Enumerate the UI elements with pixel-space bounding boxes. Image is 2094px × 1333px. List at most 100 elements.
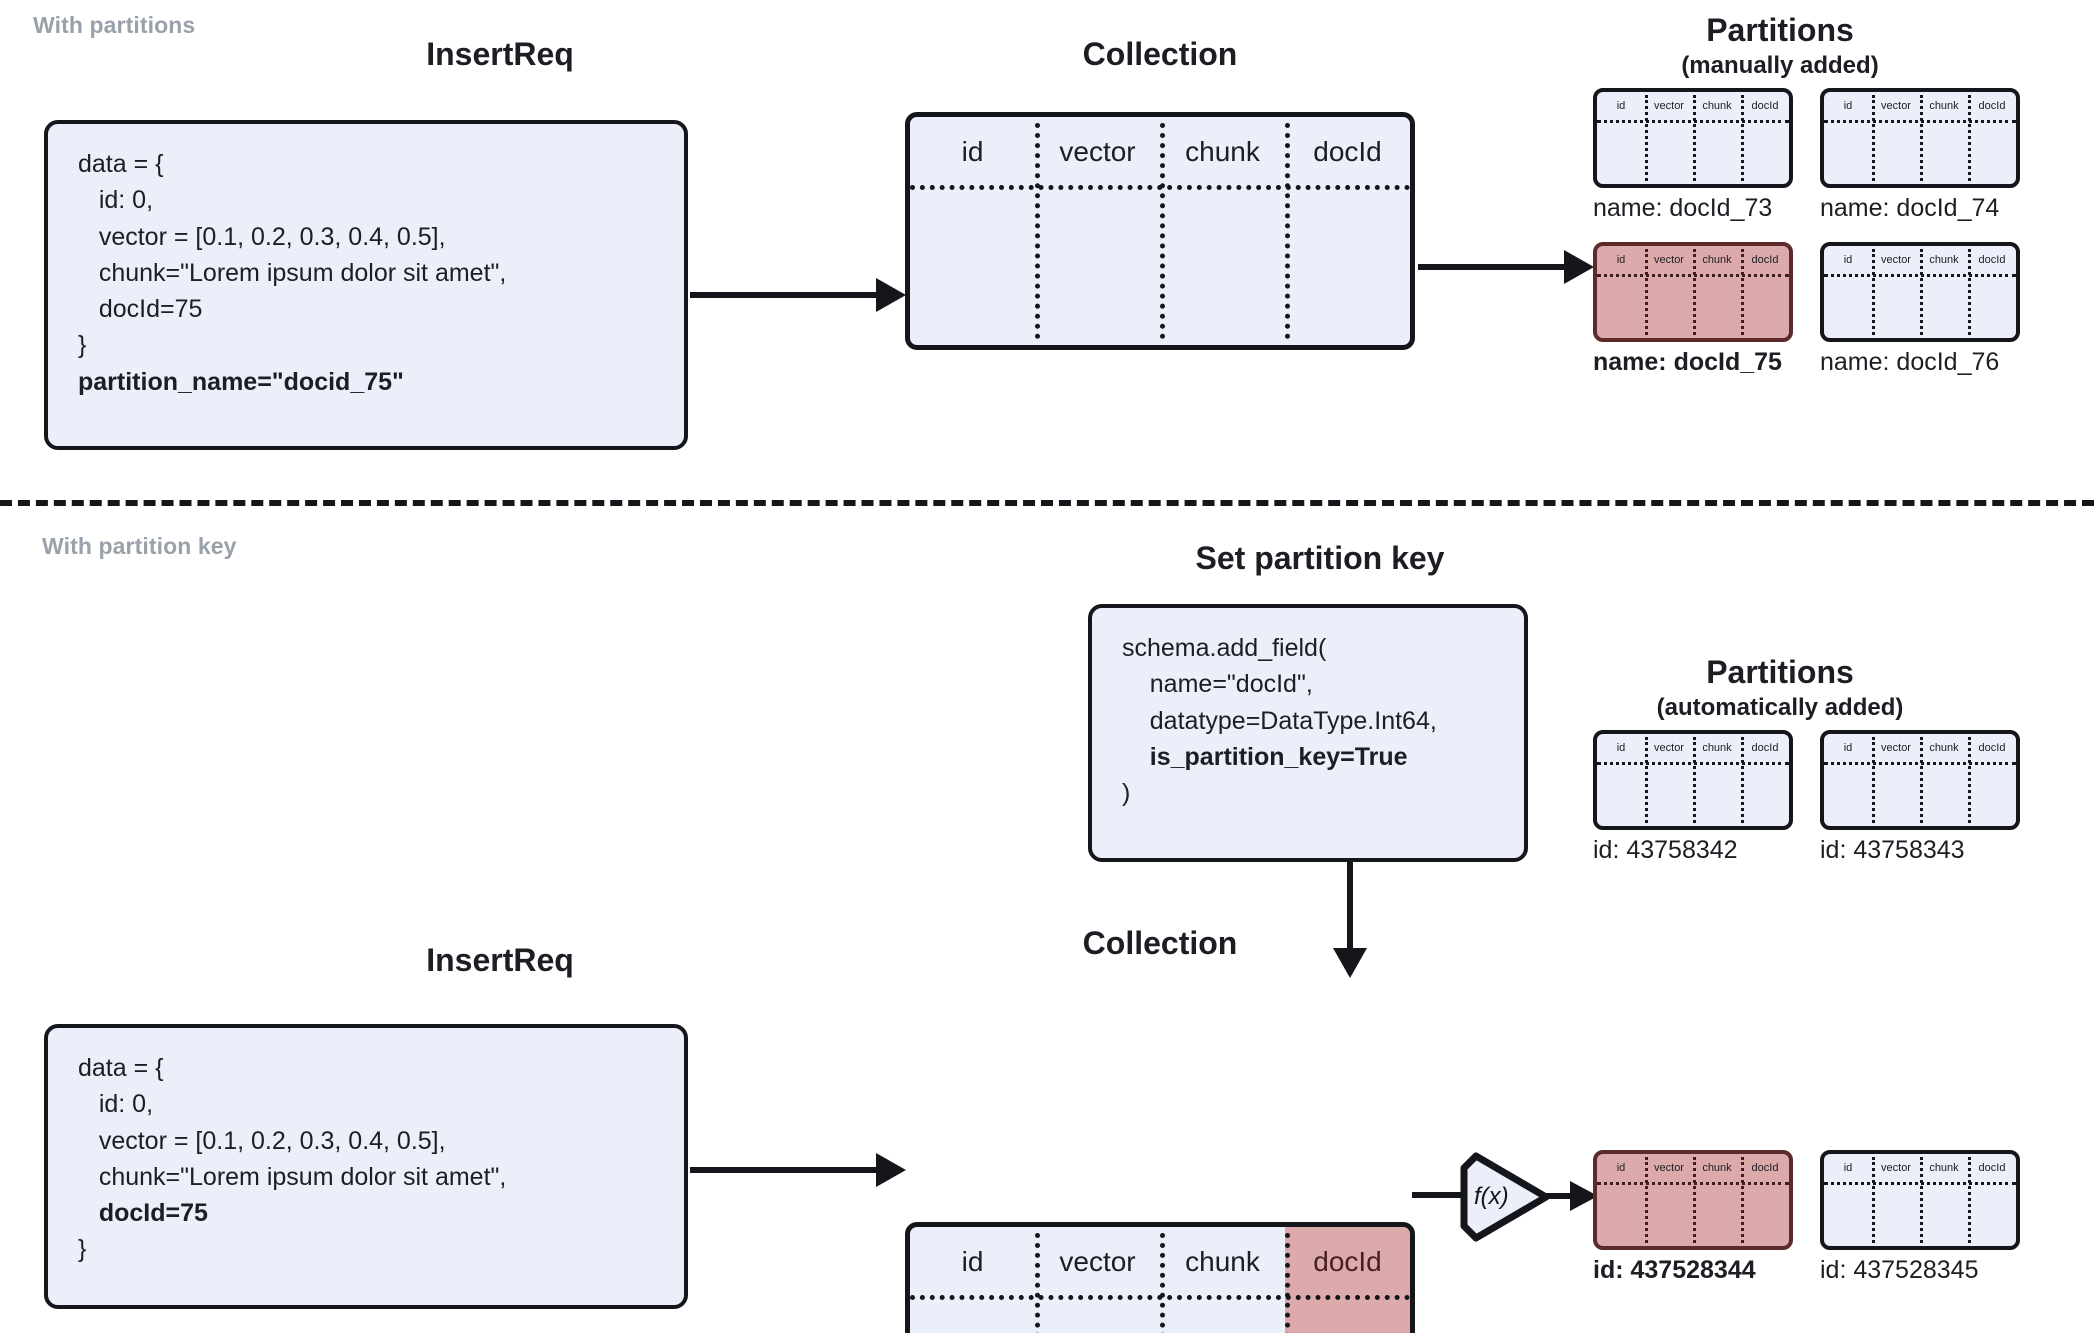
partition-column-id: id bbox=[1616, 254, 1626, 266]
column-divider bbox=[1645, 1157, 1648, 1243]
column-divider bbox=[1920, 95, 1923, 181]
partition-header-row: id vector chunk docId bbox=[1597, 246, 1789, 274]
section-label-with-partitions: With partitions bbox=[33, 12, 196, 38]
partition-group: id vector chunk docId name: docId_74 bbox=[1820, 88, 2020, 223]
column-divider bbox=[1693, 95, 1696, 181]
collection-column-id: id bbox=[961, 1246, 984, 1277]
header-divider bbox=[910, 1295, 1410, 1300]
header-divider bbox=[1597, 1182, 1789, 1185]
partition-column-docid: docId bbox=[1978, 100, 2006, 112]
partition-group: id vector chunk docId id: 43758343 bbox=[1820, 730, 2020, 865]
arrow-setkey-to-docid-column bbox=[1333, 862, 1367, 978]
column-divider bbox=[1035, 123, 1040, 339]
partition-card-docid-76[interactable]: id vector chunk docId bbox=[1820, 242, 2020, 342]
column-divider bbox=[1741, 737, 1744, 823]
code-line: data = { bbox=[78, 1054, 164, 1082]
partition-column-docid: docId bbox=[1751, 100, 1779, 112]
column-divider bbox=[1872, 1157, 1875, 1243]
column-divider bbox=[1645, 737, 1648, 823]
partition-column-chunk: chunk bbox=[1929, 742, 1959, 754]
partition-card-437528345[interactable]: id vector chunk docId bbox=[1820, 1150, 2020, 1250]
partition-label: id: 437528344 bbox=[1593, 1256, 1756, 1284]
partition-label: id: 43758343 bbox=[1820, 836, 1965, 864]
code-line: schema.add_field( bbox=[1122, 634, 1327, 662]
code-line: docId=75 bbox=[78, 295, 203, 323]
bottom-partitions-title: Partitions bbox=[1706, 654, 1854, 690]
partition-card-docid-73[interactable]: id vector chunk docId bbox=[1593, 88, 1793, 188]
partition-column-vector: vector bbox=[1654, 100, 1684, 112]
set-partition-key-title: Set partition key bbox=[1195, 540, 1445, 576]
column-divider bbox=[1693, 737, 1696, 823]
partition-column-chunk: chunk bbox=[1702, 254, 1732, 266]
column-divider bbox=[1285, 1233, 1290, 1333]
docid-column-highlight bbox=[1285, 1227, 1410, 1333]
partition-label: id: 437528345 bbox=[1820, 1256, 1979, 1284]
partition-column-docid: docId bbox=[1978, 1162, 2006, 1174]
partition-column-id: id bbox=[1616, 742, 1626, 754]
code-line: id: 0, bbox=[78, 186, 154, 215]
partition-header-row: id vector chunk docId bbox=[1824, 1154, 2016, 1182]
triangle-icon bbox=[1460, 1152, 1550, 1242]
partition-column-vector: vector bbox=[1881, 1162, 1911, 1174]
partition-group: id vector chunk docId id: 437528345 bbox=[1820, 1150, 2020, 1285]
partition-group: id vector chunk docId name: docId_76 bbox=[1820, 242, 2020, 377]
header-divider bbox=[1597, 762, 1789, 765]
partition-column-vector: vector bbox=[1654, 254, 1684, 266]
partition-column-vector: vector bbox=[1881, 742, 1911, 754]
partition-header-row: id vector chunk docId bbox=[1597, 1154, 1789, 1182]
collection-column-id: id bbox=[961, 136, 984, 167]
code-line: data = { bbox=[78, 150, 164, 178]
column-divider bbox=[1160, 1233, 1165, 1333]
column-divider bbox=[1741, 95, 1744, 181]
top-collection-table: id vector chunk docId bbox=[905, 112, 1415, 350]
top-partitions-subtitle: (manually added) bbox=[1681, 52, 1879, 79]
column-divider bbox=[1035, 1233, 1040, 1333]
collection-header-row: id vector chunk docId bbox=[910, 1227, 1410, 1297]
top-collection-title: Collection bbox=[1082, 36, 1238, 72]
partition-column-id: id bbox=[1843, 1162, 1853, 1174]
hash-function-node[interactable]: f(x) bbox=[1458, 1152, 1550, 1242]
partition-header-row: id vector chunk docId bbox=[1824, 246, 2016, 274]
partition-card-43758343[interactable]: id vector chunk docId bbox=[1820, 730, 2020, 830]
partition-column-chunk: chunk bbox=[1929, 100, 1959, 112]
partition-column-chunk: chunk bbox=[1929, 1162, 1959, 1174]
partition-group: id vector chunk docId name: docId_73 bbox=[1593, 88, 1793, 223]
code-line: } bbox=[78, 331, 87, 360]
section-label-with-partition-key: With partition key bbox=[42, 533, 237, 559]
partition-column-id: id bbox=[1616, 1162, 1626, 1174]
header-divider bbox=[1824, 1182, 2016, 1185]
code-line: id: 0, bbox=[78, 1090, 154, 1119]
bottom-collection-table: id vector chunk docId bbox=[905, 1222, 1415, 1333]
partition-column-vector: vector bbox=[1881, 100, 1911, 112]
partition-column-docid: docId bbox=[1978, 254, 2006, 266]
partition-column-docid: docId bbox=[1751, 1162, 1779, 1174]
code-line: chunk="Lorem ipsum dolor sit amet", bbox=[78, 258, 507, 287]
partition-group: id vector chunk docId name: docId_75 bbox=[1593, 242, 1793, 377]
arrow-insert-to-collection-top bbox=[690, 278, 906, 312]
partition-card-docid-74[interactable]: id vector chunk docId bbox=[1820, 88, 2020, 188]
code-line: name="docId", bbox=[1122, 670, 1313, 699]
partition-column-chunk: chunk bbox=[1702, 100, 1732, 112]
column-divider bbox=[1645, 249, 1648, 335]
section-divider bbox=[0, 500, 2094, 506]
column-divider bbox=[1741, 249, 1744, 335]
partition-card-43758342[interactable]: id vector chunk docId bbox=[1593, 730, 1793, 830]
column-divider bbox=[1645, 95, 1648, 181]
set-partition-key-card: schema.add_field( name="docId", datatype… bbox=[1088, 604, 1528, 862]
column-divider bbox=[1920, 1157, 1923, 1243]
partition-card-docid-75[interactable]: id vector chunk docId bbox=[1593, 242, 1793, 342]
column-divider bbox=[1741, 1157, 1744, 1243]
code-line: vector = [0.1, 0.2, 0.3, 0.4, 0.5], bbox=[78, 222, 446, 251]
partition-column-vector: vector bbox=[1881, 254, 1911, 266]
partition-card-437528344[interactable]: id vector chunk docId bbox=[1593, 1150, 1793, 1250]
code-line: datatype=DataType.Int64, bbox=[1122, 706, 1437, 735]
partition-group: id vector chunk docId id: 43758342 bbox=[1593, 730, 1793, 865]
header-divider bbox=[1824, 274, 2016, 277]
column-divider bbox=[1872, 737, 1875, 823]
column-divider bbox=[1693, 249, 1696, 335]
partition-column-id: id bbox=[1843, 100, 1853, 112]
code-line: vector = [0.1, 0.2, 0.3, 0.4, 0.5], bbox=[78, 1126, 446, 1155]
partition-column-chunk: chunk bbox=[1702, 1162, 1732, 1174]
partition-column-vector: vector bbox=[1654, 742, 1684, 754]
